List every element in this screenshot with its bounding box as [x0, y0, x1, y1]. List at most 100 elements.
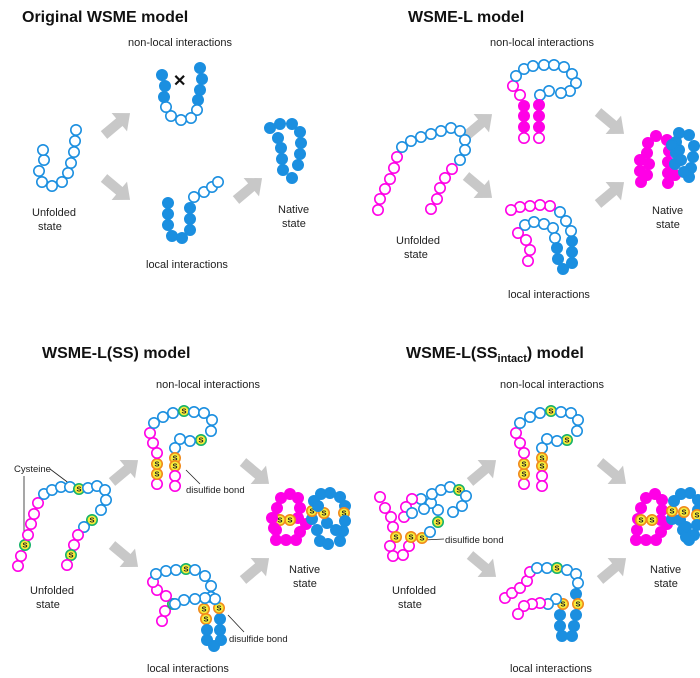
residue-bead — [455, 499, 468, 512]
residue-bead-folded — [333, 490, 346, 503]
unfolded-label-1: Unfolded — [30, 585, 74, 597]
residue-bead — [169, 441, 182, 454]
cysteine-s-label: S — [638, 516, 643, 525]
local-label: local interactions — [147, 663, 229, 675]
cysteine-s-label: S — [76, 485, 81, 494]
residue-bead — [205, 579, 218, 592]
residue-bead — [395, 141, 408, 154]
residue-bead — [550, 434, 563, 447]
residue-bead-folded — [517, 121, 530, 134]
residue-bead — [165, 110, 178, 123]
native-chain — [263, 118, 307, 185]
residue-bead — [191, 104, 204, 117]
residue-bead — [526, 59, 539, 72]
residue-bead — [151, 477, 164, 490]
unfolded-label-2: state — [404, 249, 428, 261]
residue-bead-folded — [158, 91, 171, 104]
residue-bead — [157, 410, 170, 423]
residue-bead — [404, 135, 417, 148]
residue-bead-folded — [293, 126, 306, 139]
cysteine-s-label: S — [89, 516, 94, 525]
residue-bead — [458, 134, 471, 147]
local-label: local interactions — [508, 289, 590, 301]
nonlocal-chain — [506, 58, 582, 145]
arrow-from-nonlocal — [590, 102, 632, 144]
residue-bead-folded — [687, 140, 700, 153]
cysteine-bead — [65, 548, 78, 561]
residue-bead — [445, 163, 458, 176]
cysteine-s-label: S — [321, 509, 326, 518]
local-chain — [504, 199, 578, 275]
residue-bead — [184, 434, 197, 447]
cysteine-s-label: S — [539, 454, 544, 463]
cysteine-s-label: S — [216, 604, 221, 613]
cysteine-s-label: S — [554, 564, 559, 573]
residue-bead — [371, 204, 384, 217]
residue-bead-folded — [642, 158, 655, 171]
residue-bead — [99, 483, 112, 496]
residue-bead — [65, 157, 78, 170]
cysteine-s-label: S — [694, 511, 699, 520]
cysteine-s-label: S — [435, 518, 440, 527]
residue-bead — [517, 446, 530, 459]
native-label-2: state — [654, 578, 678, 590]
residue-bead-folded — [320, 516, 333, 529]
residue-bead — [175, 114, 188, 127]
cysteine-s-label: S — [22, 541, 27, 550]
residue-bead-folded — [672, 127, 685, 140]
residue-bead-folded — [285, 172, 298, 185]
cysteine-label: Cysteine — [14, 464, 51, 475]
residue-bead — [559, 215, 572, 228]
nonlocal-label: non-local interactions — [500, 379, 604, 391]
residue-bead — [513, 416, 526, 429]
cysteine-s-label: S — [198, 436, 203, 445]
cysteine-s-label: S — [564, 436, 569, 445]
residue-bead — [37, 154, 50, 167]
nonlocal-label: non-local interactions — [128, 37, 232, 49]
residue-bead — [405, 506, 418, 519]
residue-bead — [513, 89, 526, 102]
unfolded-label-2: state — [38, 221, 62, 233]
residue-bead — [36, 144, 49, 157]
residue-bead — [147, 436, 160, 449]
panel-wsme-l-ss: WSME-L(SS) model non-local interactions … — [12, 345, 351, 675]
residue-bead — [423, 525, 436, 538]
panel-wsme-l: WSME-L model non-local interactions loca… — [371, 9, 700, 301]
residue-bead-folded — [273, 118, 286, 131]
residue-bead-folded — [184, 213, 197, 226]
cysteine-s-label: S — [287, 516, 292, 525]
residue-bead — [540, 561, 553, 574]
residue-bead — [533, 89, 546, 102]
residue-bead — [511, 607, 524, 620]
residue-bead-folded — [293, 525, 306, 538]
residue-bead-folded — [156, 69, 169, 82]
native-label-2: state — [282, 218, 306, 230]
residue-bead-folded — [166, 230, 179, 243]
arrow-to-nonlocal — [96, 103, 138, 145]
residue-bead-folded — [686, 151, 699, 164]
residue-bead — [68, 146, 81, 159]
panel-original-wsme: Original WSME model non-local interactio… — [22, 9, 309, 271]
cysteine-bead-bonded — [389, 530, 402, 543]
cysteine-s-label: S — [203, 615, 208, 624]
residue-bead — [188, 405, 201, 418]
residue-bead — [151, 446, 164, 459]
residue-bead-folded — [665, 139, 678, 152]
residue-bead — [564, 225, 577, 238]
residue-bead-folded — [196, 73, 209, 86]
native-label-1: Native — [278, 204, 309, 216]
residue-bead — [174, 432, 187, 445]
residue-bead — [386, 549, 399, 562]
residue-bead-folded — [159, 80, 172, 93]
unfolded-chain — [32, 124, 83, 193]
cysteine-s-label: S — [68, 551, 73, 560]
residue-bead-folded — [674, 154, 687, 167]
nonlocal-label: non-local interactions — [156, 379, 260, 391]
cysteine-s-label: S — [154, 460, 159, 469]
